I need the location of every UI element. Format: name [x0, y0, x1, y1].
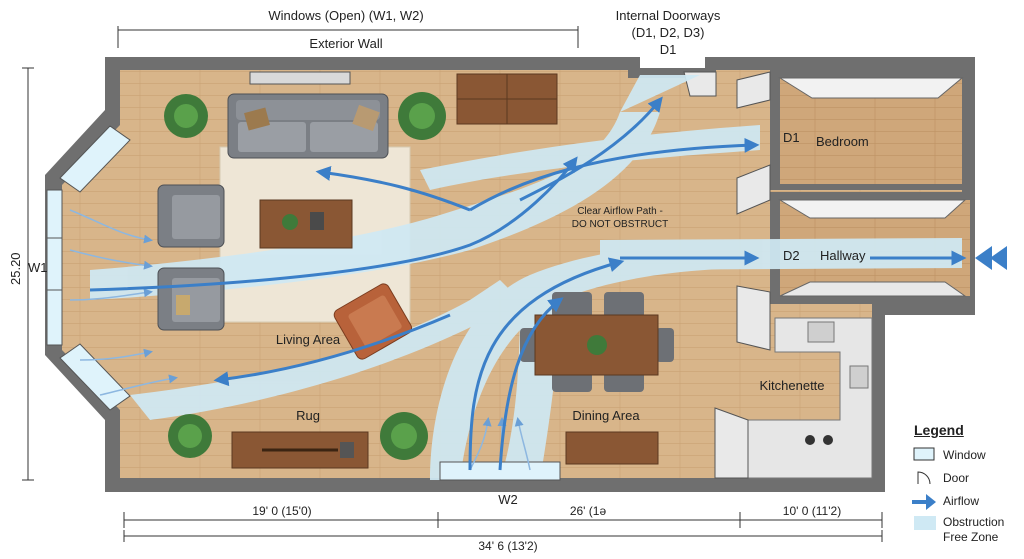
window-w1 — [46, 125, 131, 411]
plant-3 — [168, 414, 212, 458]
bookshelf — [456, 73, 558, 125]
annotation-lines — [22, 26, 883, 542]
internal-doorways-ids: (D1, D2, D3) — [631, 25, 705, 40]
exterior-wall-annotation: Exterior Wall — [309, 36, 383, 51]
width-middle-dimension: 26' (1ə — [569, 504, 607, 518]
windows-open-annotation: Windows (Open) (W1, W2) — [268, 8, 424, 23]
sideboard — [565, 431, 659, 465]
legend-title: Legend — [914, 422, 964, 438]
door-d1-label: D1 — [783, 130, 800, 145]
zone-swatch-icon — [914, 516, 936, 530]
width-right-dimension: 10' 0 (11'2) — [782, 504, 842, 518]
armchair-upper — [157, 184, 225, 248]
bedroom-room — [770, 70, 970, 190]
accent-armchair — [333, 283, 413, 360]
width-total-dimension: 34' 6 (13'2) — [478, 539, 538, 553]
kitchenette-counter — [714, 317, 873, 479]
armchair-lower — [157, 267, 225, 331]
window-w2-label: W2 — [498, 492, 518, 507]
plant-4 — [380, 412, 428, 460]
airflow-arrows — [89, 96, 967, 471]
sofa — [227, 93, 389, 159]
rug-label: Rug — [296, 408, 320, 423]
door-icon — [917, 471, 931, 485]
kitchenette-label: Kitchenette — [759, 378, 825, 393]
coffee-table — [259, 199, 353, 249]
dining-table — [520, 292, 674, 392]
window-w1-label: W1 — [28, 260, 48, 275]
bedroom-label: Bedroom — [816, 134, 869, 149]
legend-icons — [912, 447, 936, 530]
airflow-arrow-icon — [912, 494, 936, 510]
dining-area-label: Dining Area — [572, 408, 640, 423]
doorway-d1-top-label: D1 — [659, 42, 677, 57]
internal-doorways-annotation: Internal Doorways — [615, 8, 721, 23]
legend-airflow-label: Airflow — [943, 494, 980, 508]
media-console — [231, 431, 369, 469]
legend-door-label: Door — [943, 471, 970, 485]
window-icon — [913, 447, 935, 461]
door-d2-label: D2 — [783, 248, 800, 263]
living-area-label: Living Area — [275, 332, 341, 347]
legend-zone-label-line1: Obstruction — [943, 515, 1005, 529]
legend-window-label: Window — [943, 448, 986, 462]
incoming-arrows-icon — [975, 246, 1007, 270]
airflow-note-line2: DO NOT OBSTRUCT — [571, 219, 669, 230]
width-left-dimension: 19' 0 (15'0) — [252, 504, 312, 518]
hallway-label: Hallway — [820, 248, 866, 263]
height-dimension: 25.20 — [8, 252, 23, 285]
plant-2 — [398, 92, 446, 140]
plant-1 — [164, 94, 208, 138]
airflow-note-line1: Clear Airflow Path - — [577, 206, 663, 217]
legend-zone-label-line2: Free Zone — [943, 530, 999, 544]
wall-vent — [249, 71, 351, 85]
internal-walls — [683, 71, 771, 351]
